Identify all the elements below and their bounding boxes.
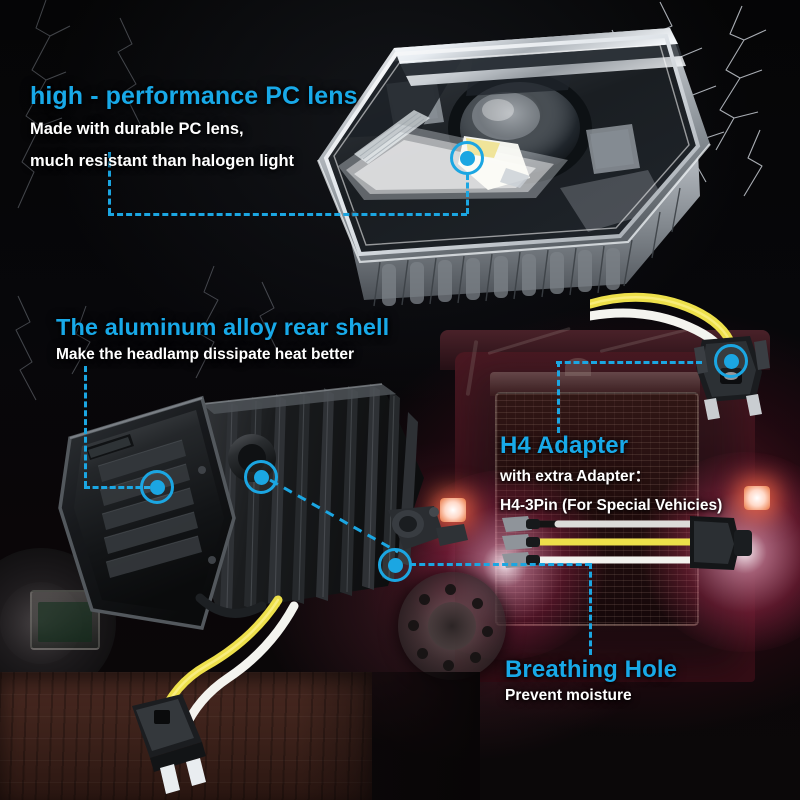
headlight-aluminum-rear-shell — [58, 383, 468, 630]
callout-breathing-hole: Breathing Hole Prevent moisture — [505, 656, 677, 705]
h4-adapter-marker[interactable] — [714, 344, 748, 378]
leader-line-breathing-horizontal — [410, 563, 591, 566]
wheel-hub — [398, 572, 506, 680]
rear-shell-marker[interactable] — [140, 470, 174, 504]
leader-line-rear-shell-horizontal — [84, 486, 150, 489]
callout-rear-shell-title: The aluminum alloy rear shell — [56, 314, 390, 340]
callout-rear-shell: The aluminum alloy rear shell Make the h… — [56, 314, 389, 364]
callout-rear-shell-line-1: Make the headlamp dissipate heat better — [56, 346, 355, 363]
callout-pc-lens-line-1: Made with durable PC lens, — [30, 120, 244, 138]
leader-line-rear-shell-vertical — [84, 366, 87, 487]
callout-pc-lens-title: high - performance PC lens — [30, 82, 358, 110]
h4-3pin-adapter-harness — [502, 516, 752, 570]
callout-h4-adapter-line-1: with extra Adapter： — [500, 468, 651, 485]
leader-line-pc-lens-vertical — [108, 152, 111, 214]
callout-breathing-hole-title: Breathing Hole — [505, 656, 678, 683]
headlight-wire-harness — [132, 595, 299, 794]
pc-lens-marker[interactable] — [450, 141, 484, 175]
leader-line-h4-horizontal — [556, 361, 702, 364]
mounting-bracket — [388, 506, 468, 550]
rear-shell-boss-marker[interactable] — [244, 460, 278, 494]
headlight-lens-front-view — [316, 28, 711, 307]
leader-line-boss-diagonal — [269, 478, 399, 554]
h4-socket — [690, 516, 752, 570]
callout-h4-adapter-title: H4 Adapter — [500, 432, 629, 459]
leader-line-pc-lens-horizontal — [108, 213, 467, 216]
callout-breathing-hole-line-1: Prevent moisture — [505, 687, 632, 704]
callout-h4-adapter: H4 Adapter with extra Adapter： H4-3Pin (… — [500, 432, 722, 518]
leader-line-pc-lens-riser — [466, 174, 469, 214]
callout-h4-adapter-line-2: H4-3Pin (For Special Vehicies) — [500, 497, 723, 514]
spade-terminals — [502, 516, 540, 568]
leader-line-h4-vertical — [557, 361, 560, 433]
heatsink-fins-top — [334, 152, 700, 307]
breathing-hole-marker[interactable] — [378, 548, 412, 582]
callout-pc-lens: high - performance PC lens Made with dur… — [30, 82, 358, 175]
h4-plug — [132, 694, 206, 794]
callout-pc-lens-line-2: much resistant than halogen light — [30, 152, 295, 170]
leader-line-breathing-vertical — [589, 563, 592, 655]
rear-shell-plate — [58, 395, 236, 630]
